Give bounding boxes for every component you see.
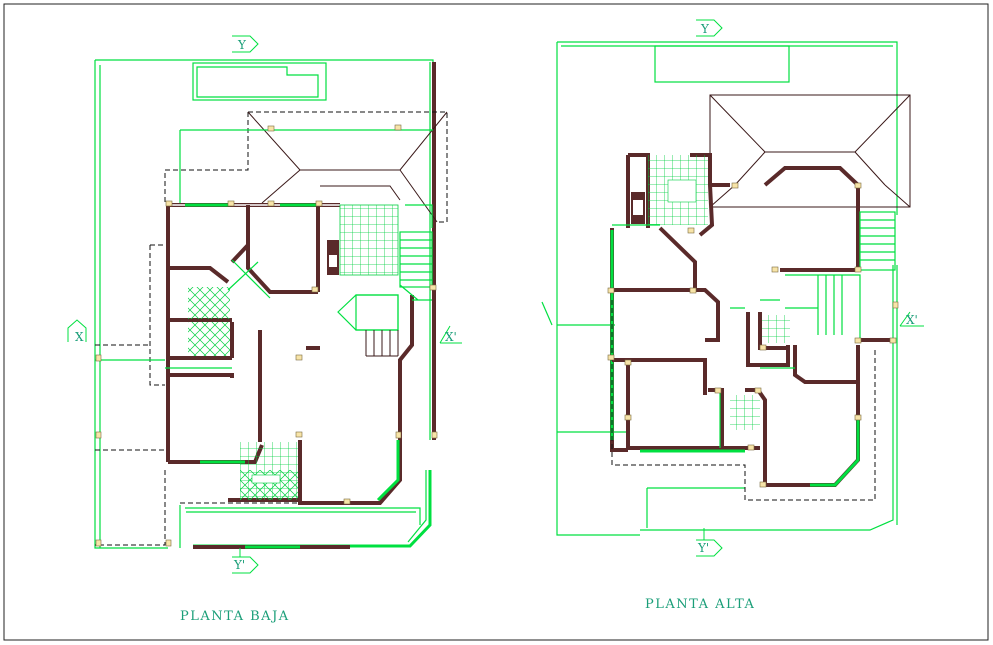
svg-text:Y': Y' xyxy=(233,558,245,572)
upper-floor-plan xyxy=(541,41,911,536)
section-mark-x-right-upper: X' xyxy=(899,311,924,327)
section-mark-y-bottom-ground: Y' xyxy=(232,548,259,574)
section-mark-y-top-upper: Y xyxy=(696,19,723,37)
section-mark-y-top-ground: Y xyxy=(232,35,259,53)
ground-floor-plan xyxy=(94,59,448,549)
section-mark-x-right-ground: X' xyxy=(439,325,462,344)
roof xyxy=(709,94,911,208)
svg-text:X: X xyxy=(75,330,84,344)
svg-text:X': X' xyxy=(445,330,457,344)
svg-text:X': X' xyxy=(906,313,918,327)
stair xyxy=(337,231,433,357)
upper-floor-title: PLANTA ALTA xyxy=(645,597,755,612)
section-mark-x-left-ground: X xyxy=(67,319,87,344)
sheet-border xyxy=(3,3,989,641)
svg-text:Y: Y xyxy=(700,22,710,36)
ground-floor-title: PLANTA BAJA xyxy=(180,609,290,624)
section-mark-y-bottom-upper: Y' xyxy=(696,528,723,557)
svg-text:Y: Y xyxy=(237,38,247,52)
svg-text:Y': Y' xyxy=(697,541,709,555)
upper-stair xyxy=(785,211,896,340)
